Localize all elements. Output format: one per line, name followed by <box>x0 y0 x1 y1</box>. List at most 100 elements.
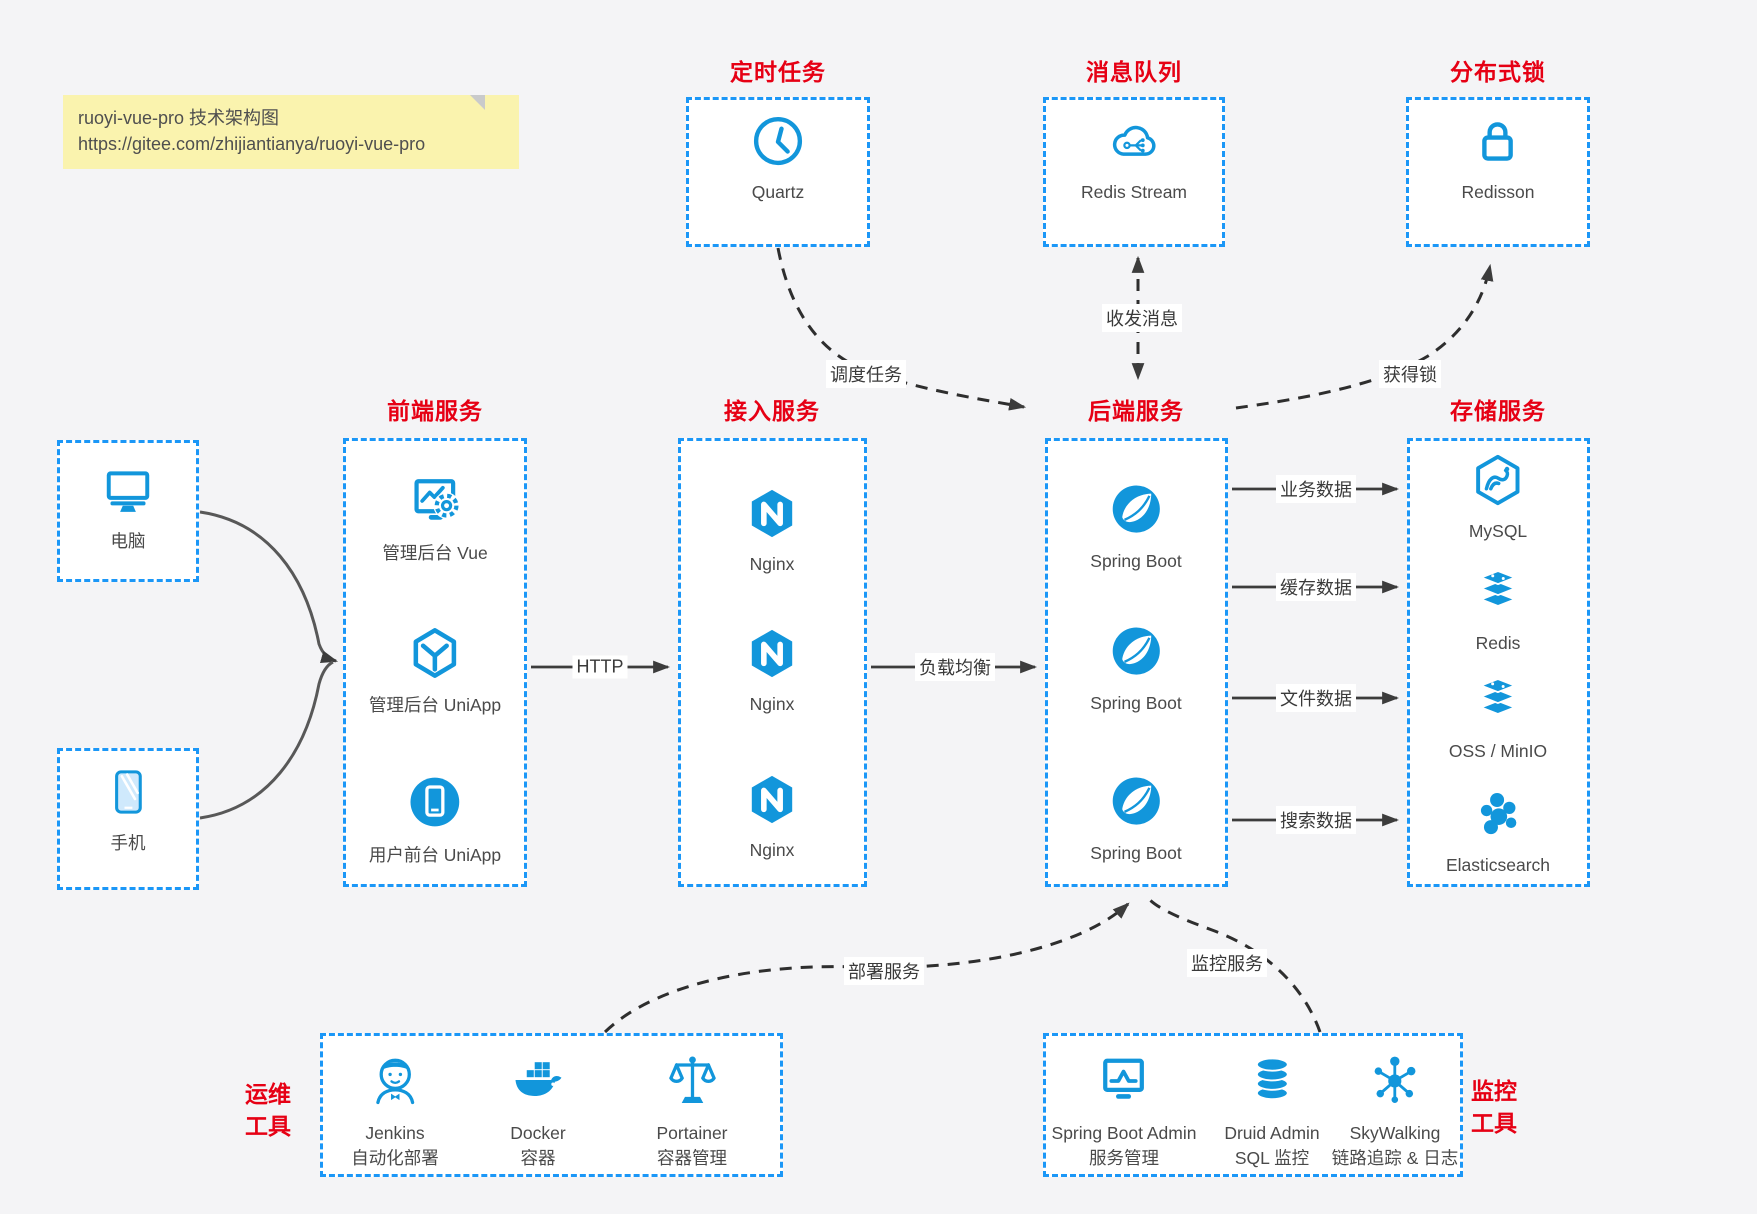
node-label: Nginx <box>749 694 795 714</box>
edge-label-load-balance: 负载均衡 <box>915 653 995 681</box>
docker-icon <box>508 1050 568 1110</box>
druid-icon <box>1242 1050 1302 1110</box>
edge-schedule <box>776 247 1027 411</box>
node-admin-vue: 管理后台 Vue <box>382 470 488 565</box>
node-druid: Druid Admin SQL 监控 <box>1224 1050 1320 1170</box>
node-redis: Redis <box>1470 564 1526 655</box>
node-label: 管理后台 UniApp <box>368 695 502 715</box>
edge-label-schedule: 调度任务 <box>826 360 906 388</box>
desktop-icon <box>100 462 156 518</box>
box-monitoring <box>1043 1033 1463 1177</box>
edge-label-search-data: 搜索数据 <box>1276 806 1356 834</box>
group-title-backend: 后端服务 <box>1088 398 1184 424</box>
node-spring-1: Spring Boot <box>1090 480 1182 573</box>
box-mq <box>1043 97 1225 247</box>
node-oss-minio: OSS / MinIO <box>1449 672 1547 763</box>
edge-label-file-data: 文件数据 <box>1276 684 1356 712</box>
node-quartz: Quartz <box>750 113 806 204</box>
nginx-icon <box>745 626 800 681</box>
elasticsearch-icon <box>1470 786 1526 842</box>
node-redisson: Redisson <box>1461 113 1535 204</box>
node-sublabel: 自动化部署 <box>351 1148 439 1168</box>
nginx-icon <box>745 772 800 827</box>
note-fold-corner <box>470 95 485 110</box>
group-title-gateway: 接入服务 <box>724 398 820 424</box>
group-title-mq: 消息队列 <box>1086 59 1182 85</box>
edge-label-business-data: 业务数据 <box>1276 475 1356 503</box>
oss-minio-icon <box>1470 672 1526 728</box>
node-label: SkyWalking <box>1349 1123 1441 1143</box>
node-sublabel: 服务管理 <box>1088 1148 1159 1168</box>
node-nginx-2: Nginx <box>745 626 800 716</box>
node-sublabel: 链路追踪 & 日志 <box>1331 1148 1459 1168</box>
node-admin-uniapp: 管理后台 UniApp <box>369 624 501 717</box>
node-elasticsearch: Elasticsearch <box>1446 786 1550 877</box>
node-docker: Docker 容器 <box>508 1050 568 1170</box>
skywalking-icon <box>1365 1050 1425 1110</box>
box-phone <box>57 748 199 890</box>
node-jenkins: Jenkins 自动化部署 <box>351 1050 439 1170</box>
node-label: Docker <box>510 1123 566 1143</box>
node-nginx-1: Nginx <box>745 486 800 576</box>
note-line-2: https://gitee.com/zhijiantianya/ruoyi-vu… <box>78 134 426 154</box>
group-title-frontend: 前端服务 <box>387 398 483 424</box>
node-label: Druid Admin <box>1224 1123 1320 1143</box>
node-label: MySQL <box>1468 521 1528 541</box>
node-label: Quartz <box>751 182 805 202</box>
node-label: 管理后台 Vue <box>382 543 488 563</box>
group-title-scheduler: 定时任务 <box>730 59 826 85</box>
node-nginx-3: Nginx <box>745 772 800 862</box>
edge-label-monitor: 监控服务 <box>1187 949 1267 977</box>
node-label: Nginx <box>749 840 795 860</box>
node-sublabel: 容器管理 <box>656 1148 727 1168</box>
node-phone: 手机 <box>100 764 156 855</box>
node-mysql: MySQL <box>1469 452 1527 543</box>
spring-icon <box>1107 480 1165 538</box>
user-app-icon <box>405 772 465 832</box>
node-redis-stream: Redis Stream <box>1081 113 1187 204</box>
node-label: Elasticsearch <box>1445 855 1551 875</box>
node-user-uniapp: 用户前台 UniApp <box>369 772 501 867</box>
title-note: ruoyi-vue-pro 技术架构图 https://gitee.com/zh… <box>63 95 519 169</box>
edge-phone-to-frontend <box>199 660 334 820</box>
group-title-storage: 存储服务 <box>1450 398 1546 424</box>
redis-stack-icon <box>1470 564 1526 620</box>
node-spring-3: Spring Boot <box>1090 772 1182 865</box>
edge-label-cache-data: 缓存数据 <box>1276 573 1356 601</box>
node-label: Nginx <box>749 554 795 574</box>
node-spring-boot-admin: Spring Boot Admin 服务管理 <box>1052 1050 1196 1170</box>
jenkins-icon <box>365 1050 425 1110</box>
lock-icon <box>1470 113 1526 169</box>
node-pc: 电脑 <box>100 462 156 553</box>
edge-deploy <box>603 902 1130 1034</box>
cloud-mq-icon <box>1106 113 1162 169</box>
mysql-icon <box>1470 452 1526 508</box>
box-ops <box>320 1033 783 1177</box>
group-title-monitoring: 监控 工具 <box>1471 1078 1517 1136</box>
edge-label-deploy: 部署服务 <box>844 957 924 985</box>
clock-icon <box>750 113 806 169</box>
node-label: Spring Boot <box>1090 843 1182 863</box>
node-sublabel: SQL 监控 <box>1234 1148 1310 1168</box>
node-sublabel: 容器 <box>520 1148 556 1168</box>
node-label: 电脑 <box>110 531 146 551</box>
admin-vue-icon <box>405 470 465 530</box>
node-spring-2: Spring Boot <box>1090 622 1182 715</box>
node-label: Redisson <box>1461 182 1535 202</box>
nginx-icon <box>745 486 800 541</box>
node-label: 手机 <box>110 833 146 853</box>
edge-lock <box>1235 263 1494 410</box>
edge-label-message: 收发消息 <box>1102 304 1182 332</box>
node-label: OSS / MinIO <box>1448 741 1548 761</box>
spring-icon <box>1107 622 1165 680</box>
edge-pc-to-frontend <box>199 510 339 664</box>
box-scheduler <box>686 97 870 247</box>
box-lock <box>1406 97 1590 247</box>
node-label: Portainer <box>656 1123 728 1143</box>
edge-label-lock: 获得锁 <box>1379 360 1441 388</box>
node-label: Spring Boot <box>1090 693 1182 713</box>
group-title-ops: 运维 工具 <box>245 1081 291 1139</box>
edge-label-http: HTTP <box>572 655 628 679</box>
phone-icon <box>100 764 156 820</box>
